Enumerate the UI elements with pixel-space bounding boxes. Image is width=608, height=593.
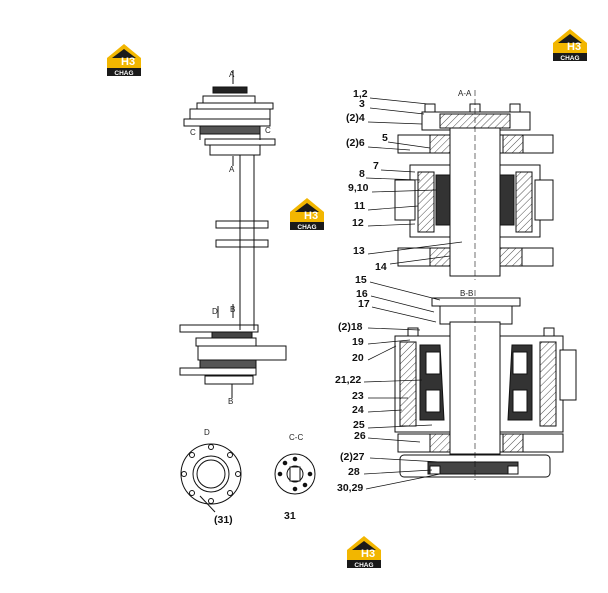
logo-word: CHAG [354, 562, 373, 569]
logo-word: CHAG [297, 224, 316, 231]
logo-watermark-middle: H3 CHAG [290, 198, 324, 231]
logo-word: CHAG [114, 70, 133, 77]
section-mark-d: D [212, 307, 218, 316]
logo-watermark-bottom: H3 CHAG [347, 536, 381, 569]
part-label-1-2: 1,2 [353, 88, 368, 100]
part-label-15: 15 [355, 274, 367, 286]
part-label-7: 7 [373, 160, 379, 172]
leader-lines [363, 97, 463, 490]
logo-word: CHAG [560, 55, 579, 62]
part-label-9-10: 9,10 [348, 182, 369, 194]
part-label-23: 23 [352, 390, 364, 402]
part-label-31-view: 31 [284, 510, 296, 522]
section-mark-a-bottom: A [229, 165, 235, 174]
section-mark-c-left: C [190, 128, 196, 137]
logo-watermark-top-left: H3 CHAG [107, 44, 141, 77]
section-mark-a-top: A [229, 70, 235, 79]
section-b-b-view [394, 290, 577, 480]
section-mark-c-right: C [265, 126, 271, 135]
part-label-25: 25 [353, 419, 365, 431]
part-label-13: 13 [353, 245, 365, 257]
view-c-c [274, 453, 316, 495]
part-label-29-30: 30,29 [337, 482, 363, 494]
part-label-8: 8 [359, 168, 365, 180]
elevation-view [179, 70, 287, 398]
part-label-24: 24 [352, 404, 364, 416]
section-title-b-b: B-B [460, 289, 473, 298]
view-d-flange [180, 443, 242, 513]
part-label-20: 20 [352, 352, 364, 364]
part-label-26: 26 [354, 430, 366, 442]
part-label-21-22: 21,22 [335, 374, 361, 386]
part-label-5: 5 [382, 132, 388, 144]
part-label-4: (2)4 [346, 112, 365, 124]
part-label-18: (2)18 [338, 321, 363, 333]
logo-mark: H3 [361, 548, 375, 560]
part-label-17: 17 [358, 298, 370, 310]
logo-watermark-top-right: H3 CHAG [553, 29, 587, 62]
section-a-a-view [394, 90, 554, 280]
part-labels: 1,2 3 (2)4 5 (2)6 7 8 9,10 11 12 13 14 1… [214, 88, 388, 526]
part-label-16: 16 [356, 288, 368, 300]
logo-mark: H3 [121, 56, 135, 68]
part-label-27: (2)27 [340, 451, 365, 463]
logo-mark: H3 [567, 41, 581, 53]
part-label-19: 19 [352, 336, 364, 348]
part-label-12: 12 [352, 217, 364, 229]
section-title-a-a: A-A [458, 89, 472, 98]
part-label-6: (2)6 [346, 137, 365, 149]
view-label-d: D [204, 428, 210, 437]
view-label-c-c: C-C [289, 433, 303, 442]
part-label-28: 28 [348, 466, 360, 478]
logo-mark: H3 [304, 210, 318, 222]
section-mark-b-top: B [230, 305, 235, 314]
part-label-3: 3 [359, 98, 365, 110]
part-label-11: 11 [354, 200, 365, 212]
part-label-14: 14 [375, 261, 387, 273]
part-label-31-flange: (31) [214, 514, 233, 526]
section-mark-b-bottom: B [228, 397, 233, 406]
